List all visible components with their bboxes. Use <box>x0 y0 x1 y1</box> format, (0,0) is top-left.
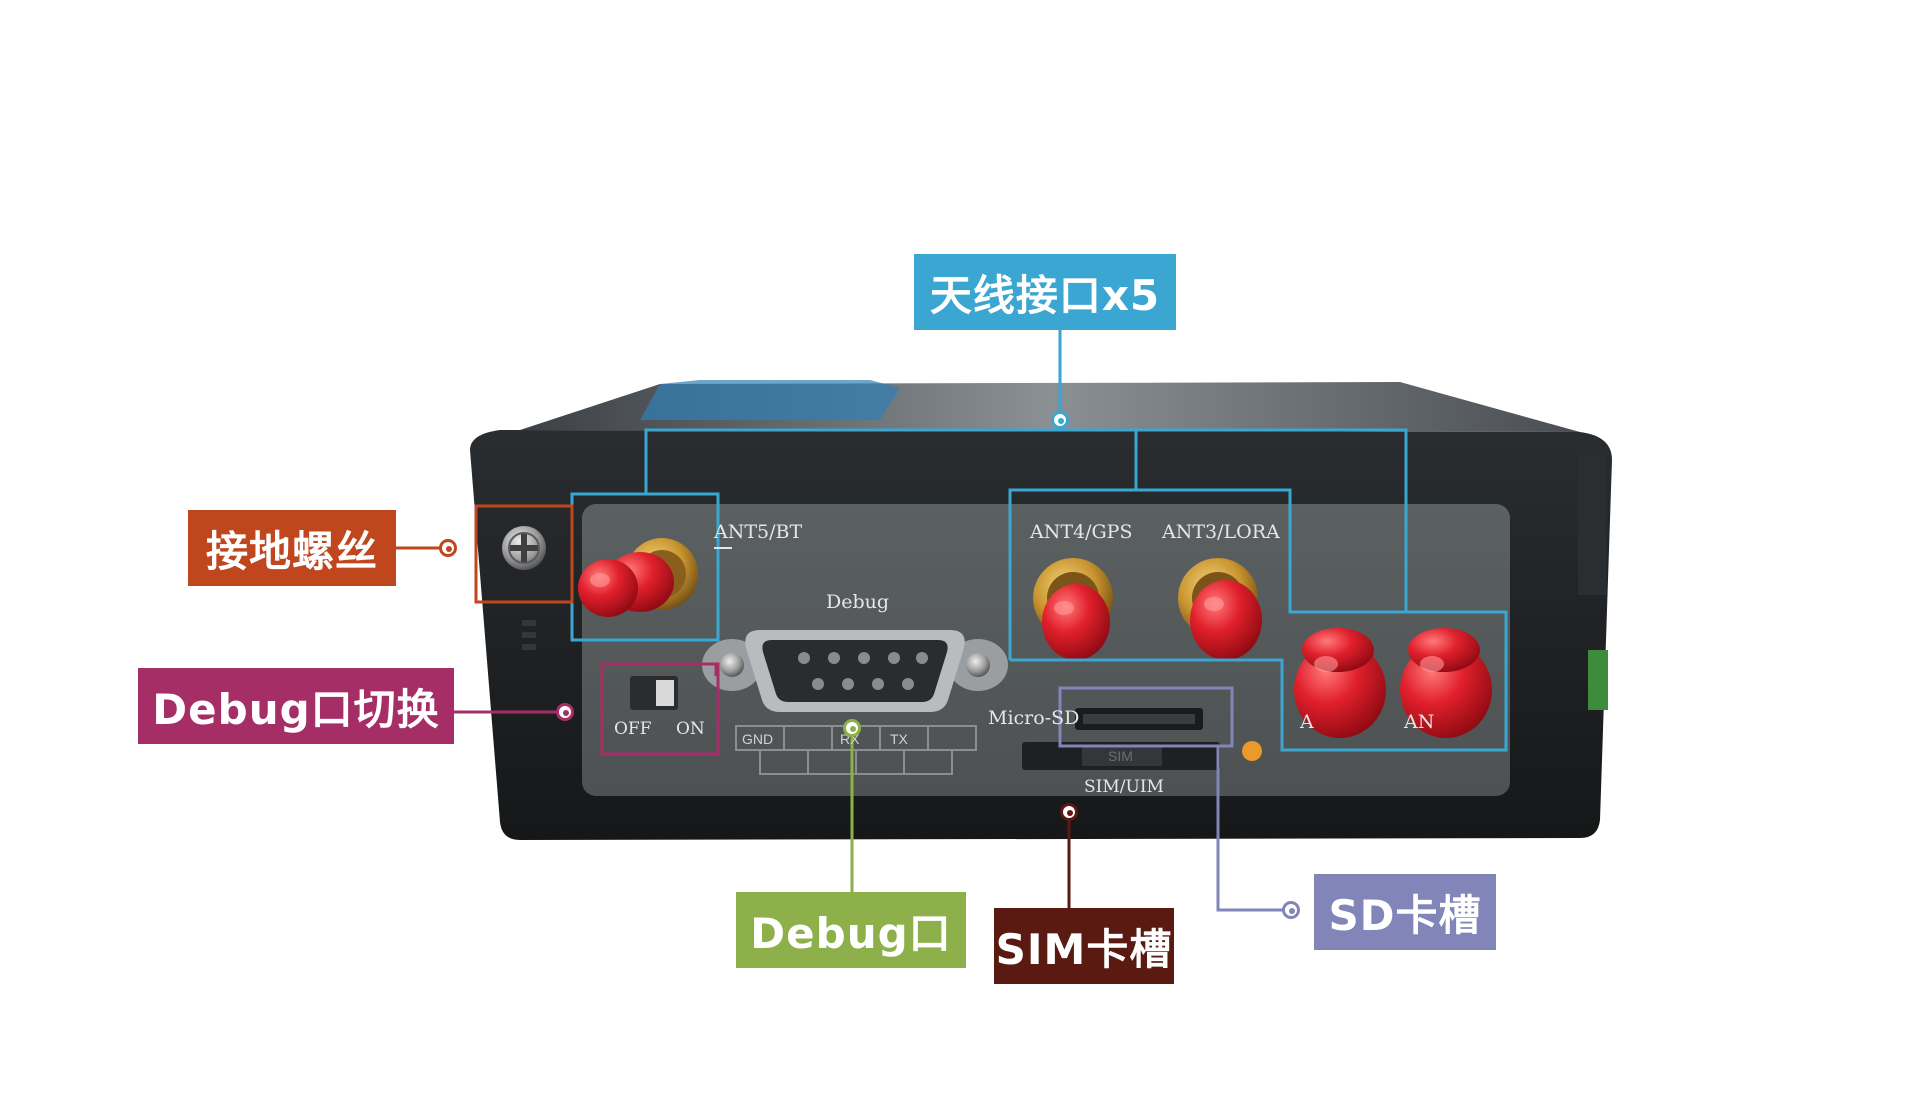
label-micro-sd: Micro-SD <box>988 707 1079 729</box>
label-off: OFF <box>614 719 652 739</box>
label-gnd: GND <box>742 731 773 747</box>
antenna-callout: 天线接口x5 <box>914 254 1176 330</box>
debug-db9-connector <box>702 630 1008 712</box>
antenna-ant4 <box>1033 558 1113 660</box>
side-vents <box>522 620 536 650</box>
antenna-ant2 <box>1294 628 1386 738</box>
debug-port-callout: Debug口 <box>736 892 966 968</box>
sd-slot-callout-dot <box>1282 901 1300 919</box>
debug-port-callout-dot <box>843 719 861 737</box>
terminal-block <box>1588 650 1608 710</box>
ground-screw <box>502 526 546 570</box>
sim-slot-callout: SIM卡槽 <box>994 908 1174 984</box>
ground-screw-callout-dot <box>439 539 457 557</box>
ground-screw-callout: 接地螺丝 <box>188 510 396 586</box>
label-ant2-partial: A <box>1299 711 1314 733</box>
pin-labels: GND RX TX SIM <box>742 731 1133 764</box>
debug-switch-lines <box>454 662 720 756</box>
side-edge <box>1578 455 1606 595</box>
front-panel <box>582 504 1510 796</box>
sim-slot-hardware <box>1022 742 1220 770</box>
sd-slot-callout: SD卡槽 <box>1314 874 1496 950</box>
label-ant5: ANT5/BT <box>713 521 802 543</box>
label-sim: SIM <box>1108 748 1133 764</box>
label-ant4: ANT4/GPS <box>1029 521 1133 543</box>
ground-screw-lines <box>396 504 574 604</box>
antenna-callout-dot <box>1051 411 1069 429</box>
blue-label-strip <box>640 380 900 420</box>
status-led <box>1242 741 1262 761</box>
label-debug: Debug <box>826 591 889 613</box>
label-sim-uim: SIM/UIM <box>1084 777 1164 797</box>
antenna-ant5 <box>578 538 698 617</box>
micro-sd-slot-hardware <box>1075 708 1203 730</box>
label-ant1-partial: AN <box>1403 711 1434 733</box>
debug-switch-hardware <box>630 676 678 710</box>
label-on: ON <box>676 719 705 739</box>
debug-switch-callout: Debug口切换 <box>138 668 454 744</box>
sd-slot-lines <box>1058 686 1294 912</box>
panel-printed-labels: ANT5/BT ANT4/GPS ANT3/LORA A AN Debug OF… <box>614 521 1434 797</box>
antenna-ant3 <box>1178 558 1262 660</box>
sim-slot-callout-dot <box>1060 803 1078 821</box>
label-ant3: ANT3/LORA <box>1161 521 1280 543</box>
debug-switch-callout-dot <box>556 703 574 721</box>
antenna-ant1 <box>1400 628 1492 738</box>
label-tx: TX <box>890 731 909 747</box>
